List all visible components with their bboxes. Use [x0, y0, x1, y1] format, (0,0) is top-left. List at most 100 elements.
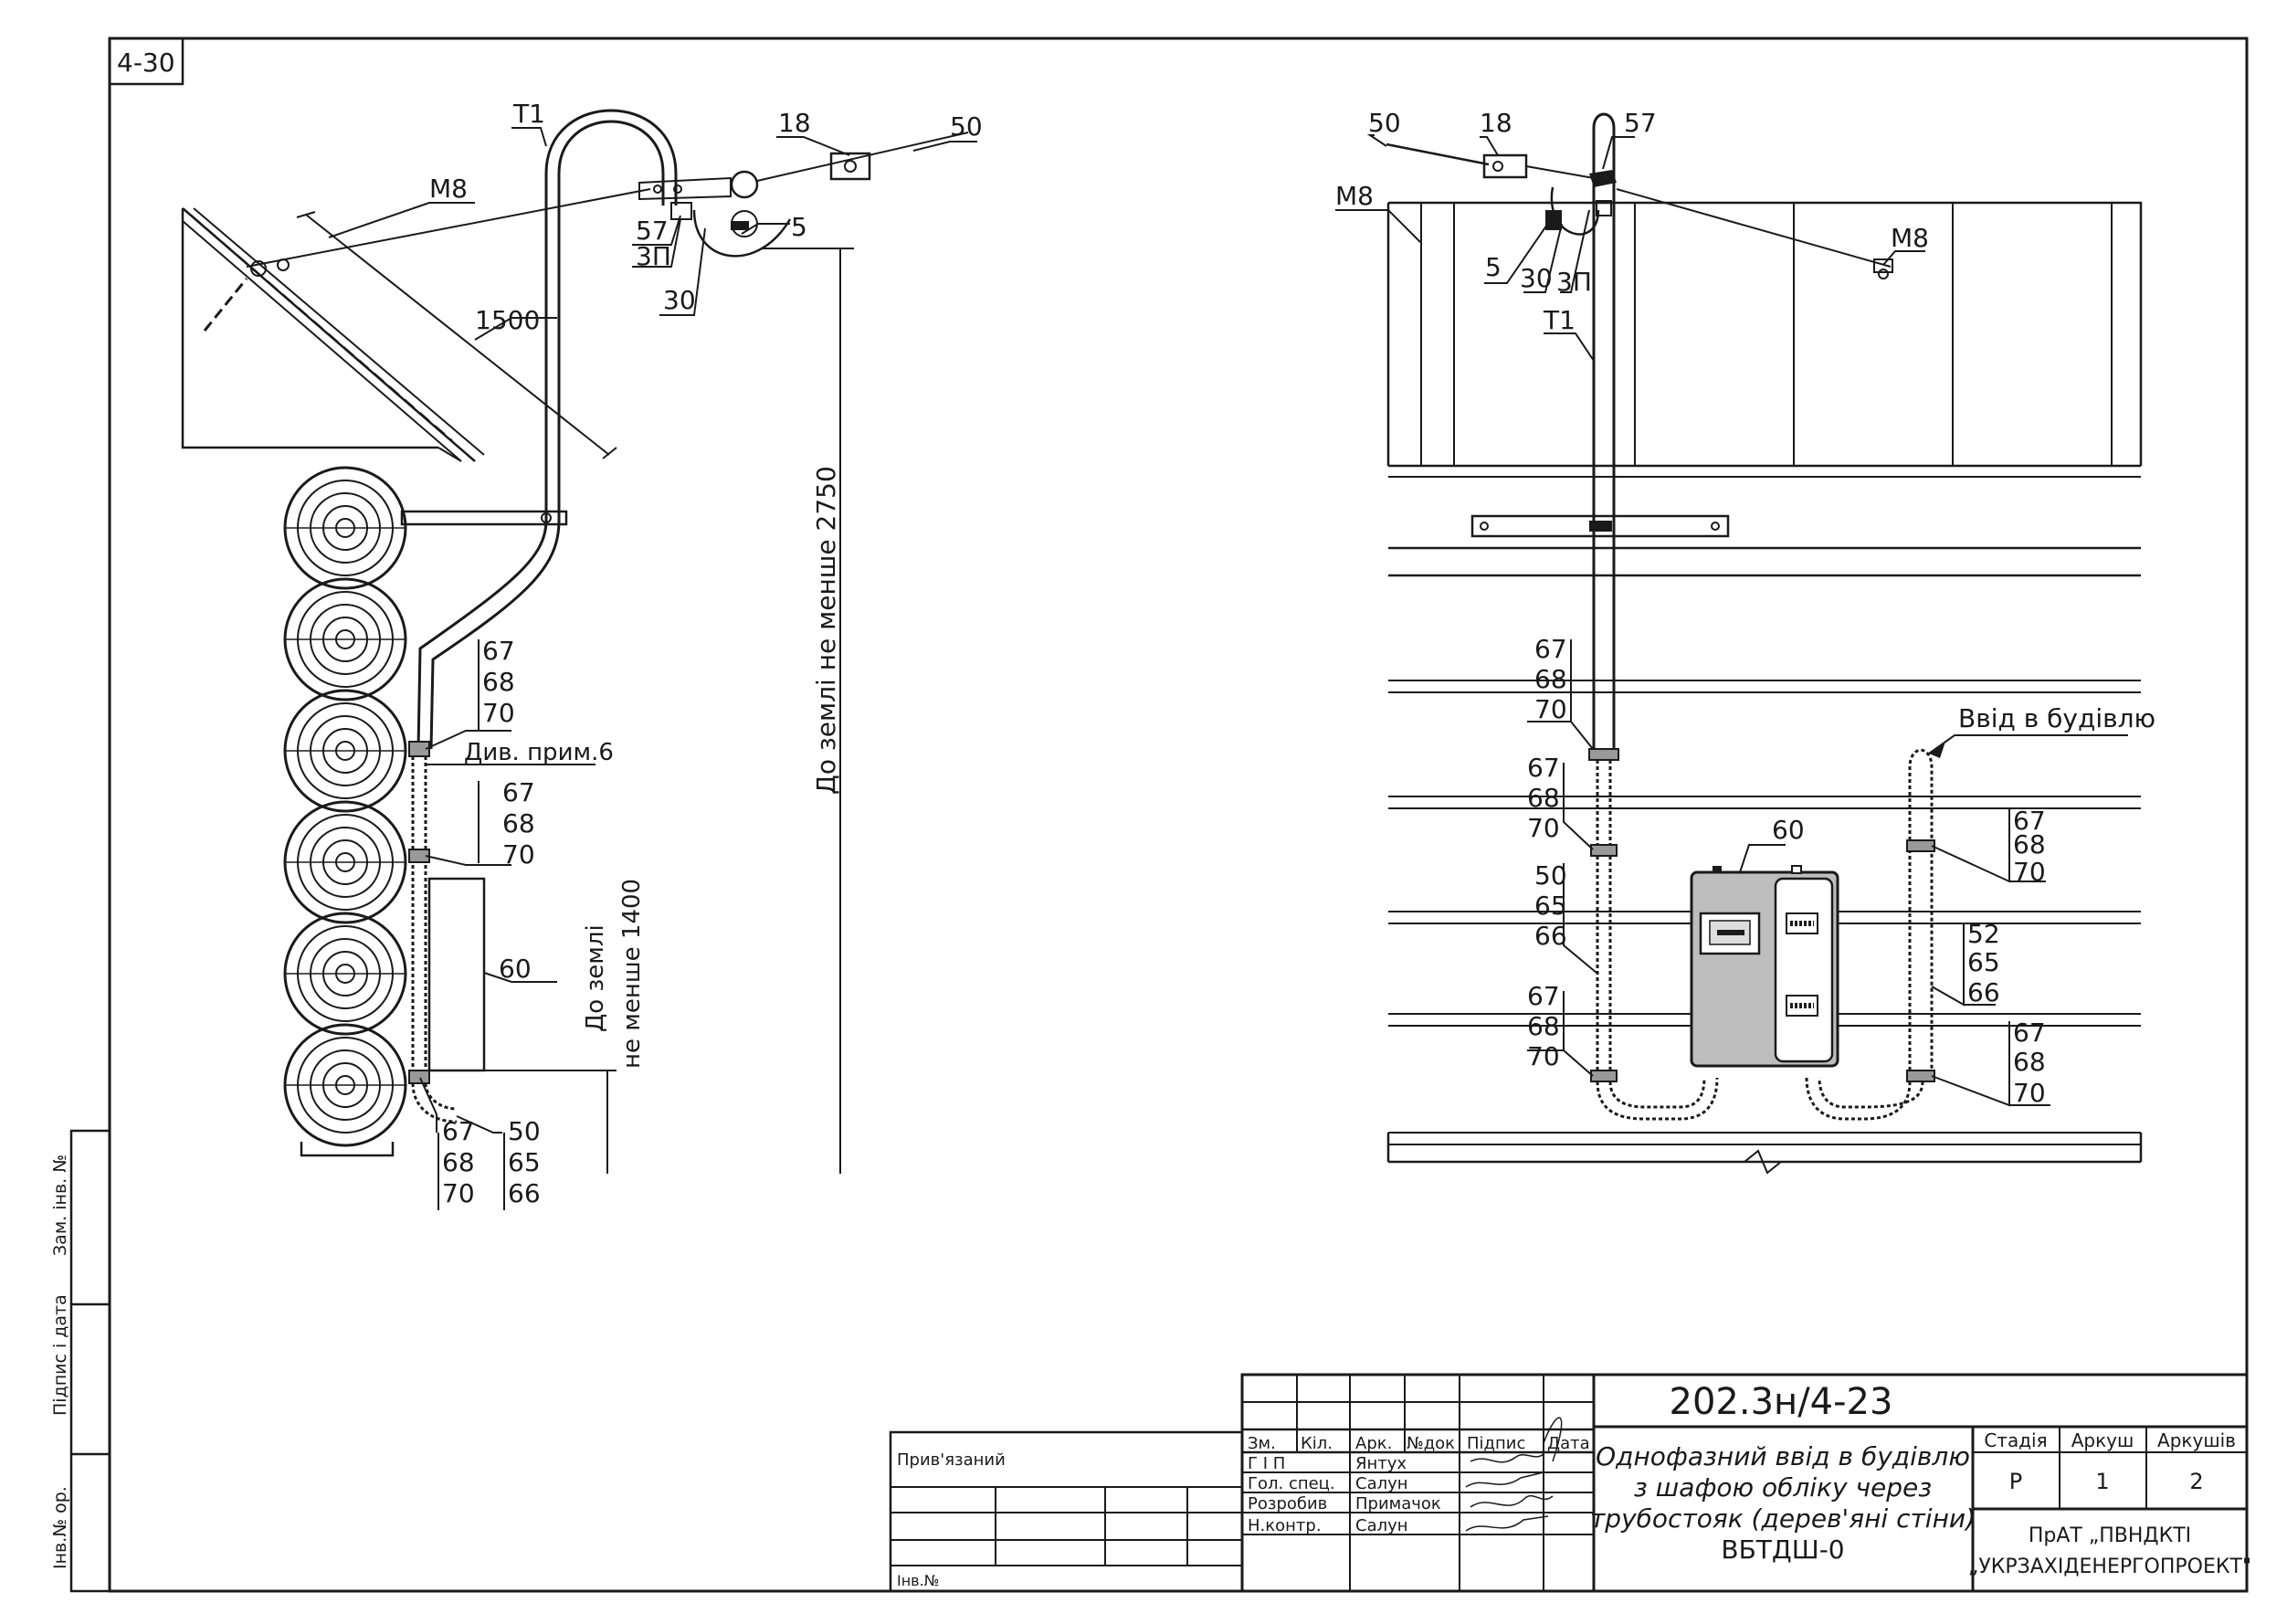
- label-stack-b: 67 68 70: [1527, 753, 1560, 843]
- stage-table: Стадія Аркуш Аркушів Р 1 2: [1984, 1429, 2236, 1494]
- flexible-conduit: [408, 741, 458, 1123]
- note-6: Див. прим.6: [464, 739, 614, 766]
- standpipe: [400, 109, 678, 750]
- svg-text:Дата: Дата: [1547, 1434, 1590, 1453]
- label-30-right: 30: [1520, 263, 1553, 293]
- svg-text:50: 50: [508, 1116, 541, 1146]
- label-stack-f: 52 65 66: [1967, 919, 2000, 1007]
- log-wall: [283, 466, 407, 1157]
- svg-text:Салун: Салун: [1355, 1516, 1408, 1535]
- roof-section: [181, 207, 485, 462]
- label-m8-right-left: М8: [1335, 181, 1374, 211]
- svg-text:52: 52: [1967, 919, 2000, 949]
- dim-1400-line2: не менше 1400: [618, 879, 646, 1069]
- label-stack-a: 67 68 70: [1534, 634, 1567, 724]
- label-stack-2: 67 68 70: [502, 777, 535, 870]
- label-t1-left: Т1: [512, 99, 545, 129]
- svg-text:65: 65: [508, 1147, 541, 1177]
- svg-text:Однофазний ввід в будівлю: Однофазний ввід в будівлю: [1596, 1441, 1970, 1471]
- svg-text:Гол. спец.: Гол. спец.: [1248, 1474, 1335, 1493]
- label-m8-right-right: М8: [1891, 223, 1929, 253]
- svg-text:70: 70: [482, 698, 515, 728]
- sheet-frame: [108, 37, 2249, 1593]
- svg-text:68: 68: [2013, 1047, 2046, 1077]
- svg-text:68: 68: [1534, 664, 1567, 694]
- svg-text:66: 66: [508, 1178, 541, 1208]
- sheet-code: 4-30: [117, 47, 175, 78]
- sheet-code-box: [108, 37, 184, 86]
- side-stamp-pidpys: Підпис і дата: [50, 1294, 70, 1416]
- leaders-right: [1335, 134, 2128, 1107]
- svg-text:66: 66: [1534, 921, 1567, 951]
- title-roles: Г І П Янтух Гол. спец. Салун Розробив Пр…: [1248, 1454, 1441, 1535]
- side-stamp-inv-orig: Інв.№ ор.: [50, 1486, 70, 1569]
- title-header-row: Зм. Кіл. Арк. №док Підпис Дата: [1248, 1434, 1590, 1453]
- svg-text:2: 2: [2189, 1469, 2203, 1494]
- meter-box-side: [427, 877, 486, 1072]
- svg-text:66: 66: [1967, 977, 2000, 1007]
- svg-text:68: 68: [1527, 783, 1560, 813]
- leaders-left: [296, 127, 977, 1210]
- svg-text:Кіл.: Кіл.: [1301, 1434, 1333, 1453]
- label-18-right: 18: [1480, 108, 1512, 138]
- bound-label: Прив'язаний: [897, 1450, 1006, 1470]
- label-5-right: 5: [1485, 252, 1502, 282]
- label-stack-c: 50 65 66: [1534, 860, 1567, 951]
- svg-text:68: 68: [2013, 829, 2046, 859]
- svg-text:Аркушів: Аркушів: [2157, 1429, 2236, 1451]
- svg-text:65: 65: [1967, 947, 2000, 977]
- facade-frame: [1386, 201, 2143, 1175]
- svg-text:67: 67: [502, 777, 535, 807]
- svg-text:Аркуш: Аркуш: [2071, 1429, 2134, 1451]
- organization: ПрАТ „ПВНДКТІ „УКРЗАХІДЕНЕРГОПРОЕКТ": [1968, 1524, 2251, 1578]
- label-stack-d: 67 68 70: [1527, 981, 1560, 1071]
- svg-text:№док: №док: [1407, 1434, 1455, 1453]
- svg-text:Стадія: Стадія: [1984, 1429, 2047, 1451]
- dim-1500: 1500: [475, 305, 540, 335]
- svg-text:67: 67: [1534, 634, 1567, 664]
- svg-text:Примачок: Примачок: [1355, 1494, 1441, 1513]
- insulator-hardware: [246, 132, 969, 277]
- svg-text:70: 70: [1527, 1041, 1560, 1071]
- svg-text:Салун: Салун: [1355, 1474, 1408, 1493]
- side-stamp-zam-inv: Зам. інв. №: [50, 1155, 70, 1256]
- svg-text:70: 70: [502, 839, 535, 870]
- top-hardware: [1386, 142, 1893, 279]
- svg-text:67: 67: [442, 1116, 475, 1146]
- label-t1-right: Т1: [1543, 305, 1576, 335]
- label-60-left: 60: [499, 954, 532, 984]
- svg-text:трубостояк (дерев'яні стіни): трубостояк (дерев'яні стіни): [1590, 1503, 1976, 1534]
- pipe-bracket: [1470, 514, 1730, 538]
- dim-2750: До землі не менше 2750: [811, 466, 841, 795]
- label-30-left: 30: [663, 285, 696, 315]
- entry-conduit: [1805, 748, 1935, 1121]
- svg-text:70: 70: [442, 1178, 475, 1208]
- label-stack-3: 67 68 70: [442, 1116, 475, 1208]
- svg-text:„УКРЗАХІДЕНЕРГОПРОЕКТ": „УКРЗАХІДЕНЕРГОПРОЕКТ": [1968, 1555, 2251, 1578]
- riser-pipe: [1588, 112, 1719, 1121]
- svg-text:70: 70: [1527, 813, 1560, 843]
- svg-text:з шафою обліку через: з шафою обліку через: [1634, 1472, 1932, 1503]
- label-57-right: 57: [1624, 108, 1657, 138]
- dim-1400-line1: До землі: [582, 924, 609, 1032]
- svg-text:68: 68: [1527, 1011, 1560, 1041]
- svg-text:ПрАТ „ПВНДКТІ: ПрАТ „ПВНДКТІ: [2029, 1524, 2191, 1547]
- svg-text:1: 1: [2095, 1469, 2109, 1494]
- svg-text:68: 68: [502, 808, 535, 838]
- title-description: Однофазний ввід в будівлю з шафою обліку…: [1590, 1441, 1976, 1565]
- svg-text:Г І П: Г І П: [1248, 1454, 1285, 1473]
- svg-text:68: 68: [442, 1147, 475, 1177]
- svg-text:67: 67: [2013, 806, 2046, 836]
- label-entry: Ввід в будівлю: [1958, 703, 2155, 733]
- right-view: 50 18 57 М8 М8 5 30 3П Т1 Ввід в будівлю…: [1335, 108, 2155, 1175]
- title-code: 202.3н/4-23: [1670, 1381, 1893, 1423]
- svg-text:Підпис: Підпис: [1467, 1434, 1525, 1453]
- svg-text:Р: Р: [2009, 1469, 2022, 1494]
- side-stamp: Зам. інв. № Підпис і дата Інв.№ ор.: [50, 1129, 111, 1593]
- svg-text:67: 67: [482, 636, 515, 666]
- svg-text:50: 50: [1534, 860, 1567, 891]
- signatures: [1465, 1417, 1563, 1532]
- title-block: 202.3н/4-23 Однофазний ввід в будівлю з …: [1240, 1373, 2251, 1593]
- svg-text:Янтух: Янтух: [1355, 1454, 1407, 1473]
